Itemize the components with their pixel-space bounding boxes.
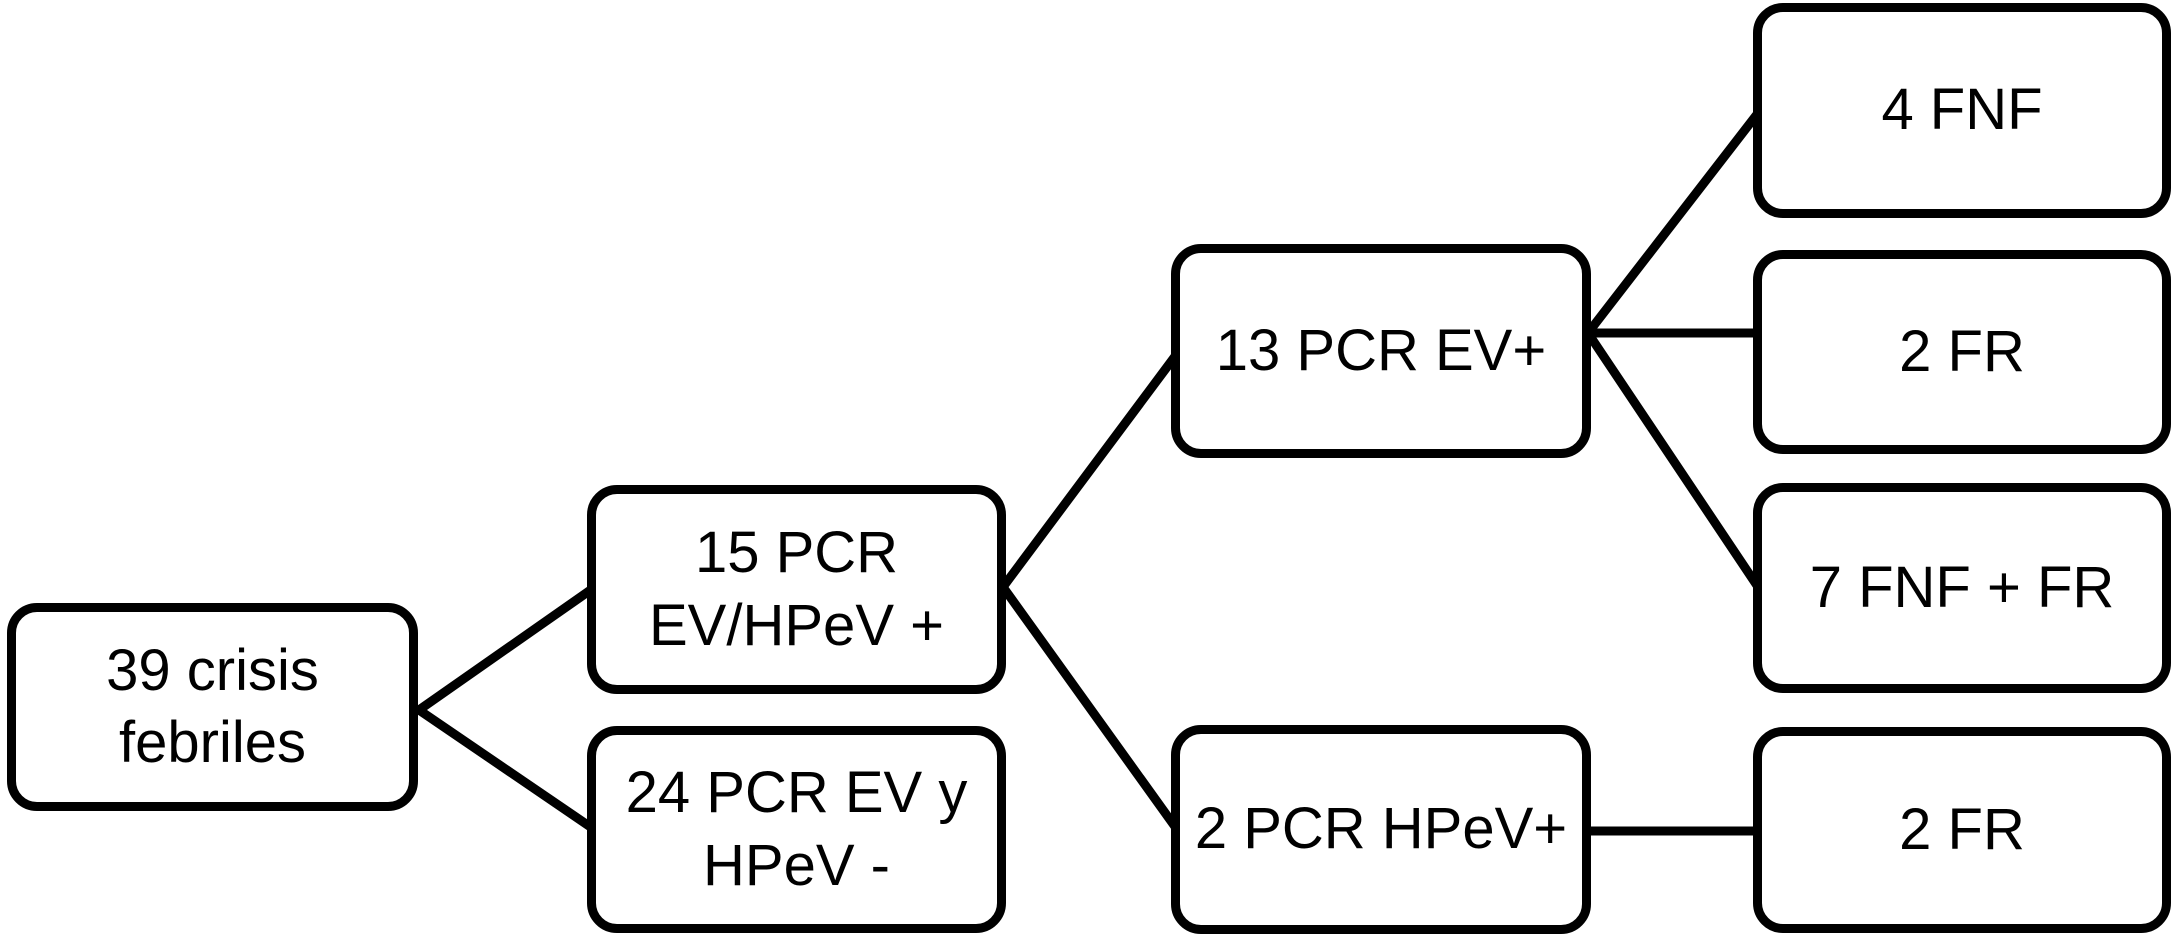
- node-label-line: 4 FNF: [1881, 77, 2043, 143]
- node-7-fnf-plus-fr: 7 FNF + FR: [1753, 483, 2171, 693]
- node-label-line: 15 PCR: [694, 520, 899, 585]
- node-label-line: 2 PCR HPeV+: [1194, 796, 1568, 862]
- node-2-pcr-hpev-pos: 2 PCR HPeV+: [1171, 725, 1591, 934]
- node-label-line: 7 FNF + FR: [1809, 554, 2115, 620]
- edge-ev-hpev-pos-to-pcr-hpev: [998, 582, 1181, 833]
- node-2-fr-from-hpev: 2 FR: [1753, 727, 2171, 933]
- node-2-fr-from-ev: 2 FR: [1753, 250, 2171, 454]
- node-label-line: febriles: [119, 710, 306, 775]
- node-4-fnf: 4 FNF: [1753, 3, 2171, 218]
- edge-crisis-to-ev-hpev-neg: [414, 705, 597, 833]
- node-39-crisis-febriles: 39 crisis febriles: [7, 603, 418, 811]
- node-label-line: 2 FR: [1899, 318, 2025, 384]
- edge-pcr-ev-to-fnf: [1583, 108, 1763, 338]
- node-label-line: 24 PCR EV y: [625, 760, 968, 825]
- node-label-line: HPeV -: [703, 832, 890, 898]
- node-15-pcr-ev-hpev-pos: 15 PCR EV/HPeV +: [587, 485, 1006, 694]
- edge-crisis-to-ev-hpev-pos: [414, 584, 597, 715]
- node-label-line: 13 PCR EV+: [1215, 317, 1547, 383]
- node-24-pcr-ev-y-hpev-neg: 24 PCR EV y HPeV -: [587, 726, 1006, 933]
- edge-ev-hpev-pos-to-pcr-ev: [998, 350, 1181, 592]
- node-label-line: 2 FR: [1899, 796, 2025, 862]
- edge-pcr-ev-to-fnf-fr: [1583, 328, 1763, 592]
- node-label-line: 39 crisis: [106, 637, 319, 703]
- node-13-pcr-ev-pos: 13 PCR EV+: [1171, 244, 1591, 458]
- node-label-line: EV/HPeV +: [649, 592, 944, 658]
